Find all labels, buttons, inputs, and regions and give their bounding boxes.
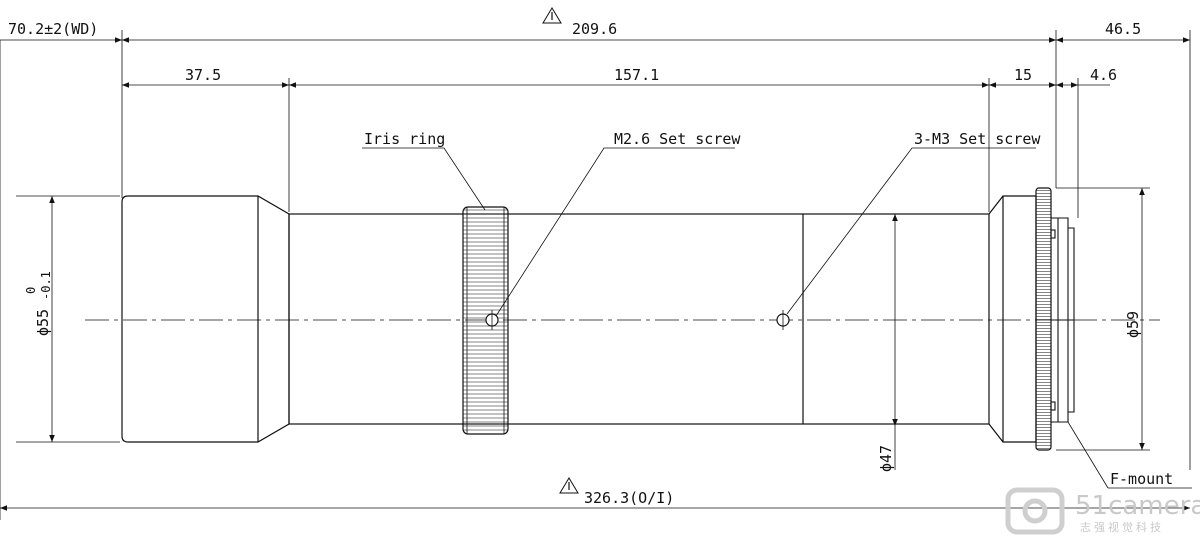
triangle-1-icon — [559, 477, 579, 494]
middle-dimension: 157.1 — [614, 66, 659, 84]
rear-dimension: 15 — [1014, 66, 1032, 84]
body-diameter-text: ϕ47 — [877, 445, 895, 472]
body-diameter-label: ϕ47 — [877, 445, 895, 472]
flange-dimension: 4.6 — [1090, 66, 1117, 84]
front-diameter-tol-upper: 0 — [24, 287, 38, 294]
mount-ring — [1035, 187, 1052, 451]
triangle-1-icon — [542, 7, 562, 24]
mount-diameter-text: ϕ59 — [1124, 311, 1142, 338]
dimension-lines — [0, 37, 1190, 511]
m3-set-screw-label: 3-M3 Set screw — [914, 130, 1041, 148]
iris-ring-label: Iris ring — [364, 130, 445, 148]
length-top-dimension: 209.6 — [572, 20, 617, 38]
watermark: 51camera 志强视觉科技 — [1005, 487, 1200, 535]
f-mount-label: F-mount — [1110, 470, 1173, 488]
right-ext-dimension: 46.5 — [1105, 20, 1141, 38]
watermark-brand: 51camera — [1075, 491, 1200, 521]
leader-lines — [362, 147, 1192, 489]
front-diameter-tol-lower: -0.1 — [39, 271, 53, 300]
front-barrel — [121, 195, 290, 443]
camera-logo-icon — [1005, 487, 1065, 535]
lens-body — [121, 195, 1037, 443]
extension-lines — [0, 30, 1191, 520]
front-diameter-text: ϕ55 — [34, 309, 52, 336]
rear-taper — [988, 195, 1037, 443]
front-diameter-label: ϕ55 0 -0.1 — [24, 271, 53, 336]
mount-diameter-label: ϕ59 — [1124, 311, 1142, 338]
m26-set-screw-label: M2.6 Set screw — [614, 130, 741, 148]
wd-dimension: 70.2±2(WD) — [8, 20, 98, 38]
main-tube — [288, 213, 990, 425]
f-mount — [1050, 217, 1075, 423]
total-dimension: 326.3(O/I) — [584, 489, 674, 507]
watermark-tagline: 志强视觉科技 — [1080, 520, 1164, 534]
front-dimension: 37.5 — [185, 66, 221, 84]
